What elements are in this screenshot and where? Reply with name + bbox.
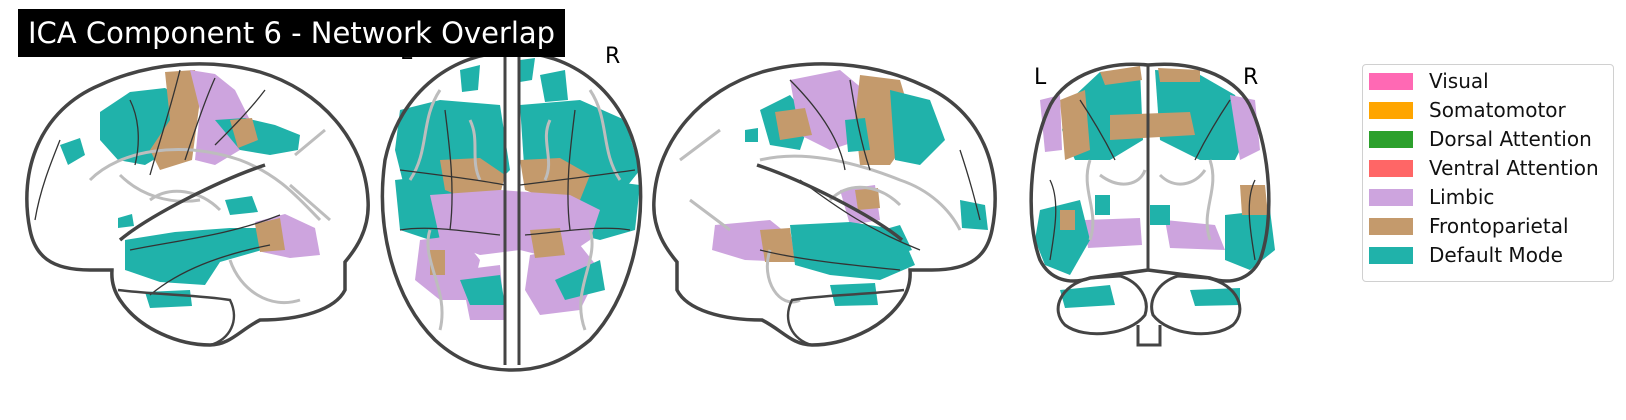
- legend-item-dorsal-attention: Dorsal Attention: [1369, 127, 1592, 151]
- legend-label: Dorsal Attention: [1429, 127, 1592, 151]
- legend-item-somatomotor: Somatomotor: [1369, 98, 1566, 122]
- coronal-view: [1029, 62, 1275, 347]
- legend-label: Ventral Attention: [1429, 156, 1599, 180]
- legend-swatch: [1369, 217, 1413, 235]
- legend-label: Default Mode: [1429, 243, 1563, 267]
- legend-swatch: [1369, 246, 1413, 264]
- figure-title: ICA Component 6 - Network Overlap: [18, 9, 566, 57]
- legend-swatch: [1369, 188, 1413, 206]
- legend-item-visual: Visual: [1369, 69, 1489, 93]
- legend-swatch: [1369, 159, 1413, 177]
- legend-label: Limbic: [1429, 185, 1495, 209]
- network-legend: Visual Somatomotor Dorsal Attention Vent…: [1362, 64, 1614, 282]
- sagittal-left-view: [25, 62, 370, 347]
- axial-view: [380, 50, 643, 372]
- legend-item-frontoparietal: Frontoparietal: [1369, 214, 1569, 238]
- legend-item-ventral-attention: Ventral Attention: [1369, 156, 1599, 180]
- axial-right-label: R: [605, 44, 621, 69]
- legend-swatch: [1369, 101, 1413, 119]
- legend-item-default-mode: Default Mode: [1369, 243, 1563, 267]
- network-overlay: [1035, 66, 1275, 308]
- network-overlay: [712, 70, 988, 306]
- sagittal-right-view: [652, 62, 997, 347]
- coronal-left-label: L: [1034, 65, 1047, 90]
- legend-label: Somatomotor: [1429, 98, 1566, 122]
- legend-swatch: [1369, 130, 1413, 148]
- legend-swatch: [1369, 72, 1413, 90]
- legend-label: Visual: [1429, 69, 1489, 93]
- legend-item-limbic: Limbic: [1369, 185, 1494, 209]
- axial-left-label: L: [400, 40, 413, 65]
- coronal-right-label: R: [1243, 65, 1259, 90]
- network-overlay: [395, 58, 640, 320]
- legend-label: Frontoparietal: [1429, 214, 1569, 238]
- network-overlay: [60, 70, 320, 308]
